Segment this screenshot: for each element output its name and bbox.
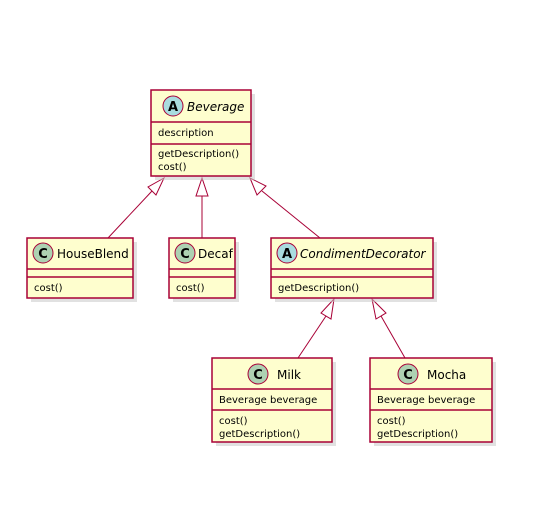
stereotype-letter: A: [282, 247, 292, 262]
class-icon: [32, 242, 54, 264]
class-mocha[interactable]: C Mocha Beverage beverage cost() getDesc…: [369, 357, 496, 446]
stereotype-letter: C: [180, 247, 190, 262]
inheritance-arrowhead: [371, 297, 387, 320]
class-name: Decaf: [198, 247, 234, 261]
class-condimentdecorator[interactable]: A CondimentDecorator getDescription(): [270, 237, 437, 302]
class-name: Mocha: [427, 368, 466, 382]
class-box: [369, 357, 493, 443]
class-box: [150, 89, 252, 177]
inheritance-arrowhead: [320, 297, 335, 320]
class-houseblend[interactable]: C HouseBlend cost(): [26, 237, 137, 302]
class-milk[interactable]: C Milk Beverage beverage cost() getDescr…: [211, 357, 336, 446]
edge-mocha-to-condimentdecorator: [380, 315, 406, 359]
field: Beverage beverage: [377, 395, 475, 406]
method: cost(): [158, 162, 187, 173]
inheritance-arrowhead: [249, 176, 267, 196]
edge-milk-to-condimentdecorator: [297, 315, 327, 359]
class-icon: [247, 363, 269, 385]
field: description: [158, 128, 214, 139]
method: cost(): [219, 416, 248, 427]
inheritance-edges: [107, 176, 406, 359]
method: cost(): [377, 416, 406, 427]
class-icon: [397, 363, 419, 385]
abstract-class-icon: [276, 242, 298, 264]
method: getDescription(): [158, 149, 239, 160]
class-icon: [174, 242, 196, 264]
method: getDescription(): [377, 429, 458, 440]
method: cost(): [34, 283, 63, 294]
class-box: [211, 357, 333, 443]
stereotype-letter: A: [168, 100, 178, 115]
class-box: [270, 237, 434, 299]
field: Beverage beverage: [219, 395, 317, 406]
class-name: Milk: [277, 368, 301, 382]
method: getDescription(): [278, 283, 359, 294]
inheritance-arrowhead: [147, 176, 166, 196]
method: getDescription(): [219, 429, 300, 440]
stereotype-letter: C: [38, 247, 48, 262]
edge-houseblend-to-beverage: [107, 190, 153, 239]
edge-condimentdecorator-to-beverage: [261, 190, 321, 239]
stereotype-letter: C: [253, 368, 263, 383]
class-decaf[interactable]: C Decaf cost(): [168, 237, 239, 302]
class-name: HouseBlend: [57, 247, 129, 261]
stereotype-letter: C: [403, 368, 413, 383]
inheritance-arrowhead: [195, 176, 209, 197]
abstract-class-icon: [162, 95, 184, 117]
class-beverage[interactable]: A Beverage description getDescription() …: [150, 89, 255, 180]
class-name: Beverage: [187, 100, 244, 114]
method: cost(): [176, 283, 205, 294]
class-name: CondimentDecorator: [300, 247, 427, 261]
